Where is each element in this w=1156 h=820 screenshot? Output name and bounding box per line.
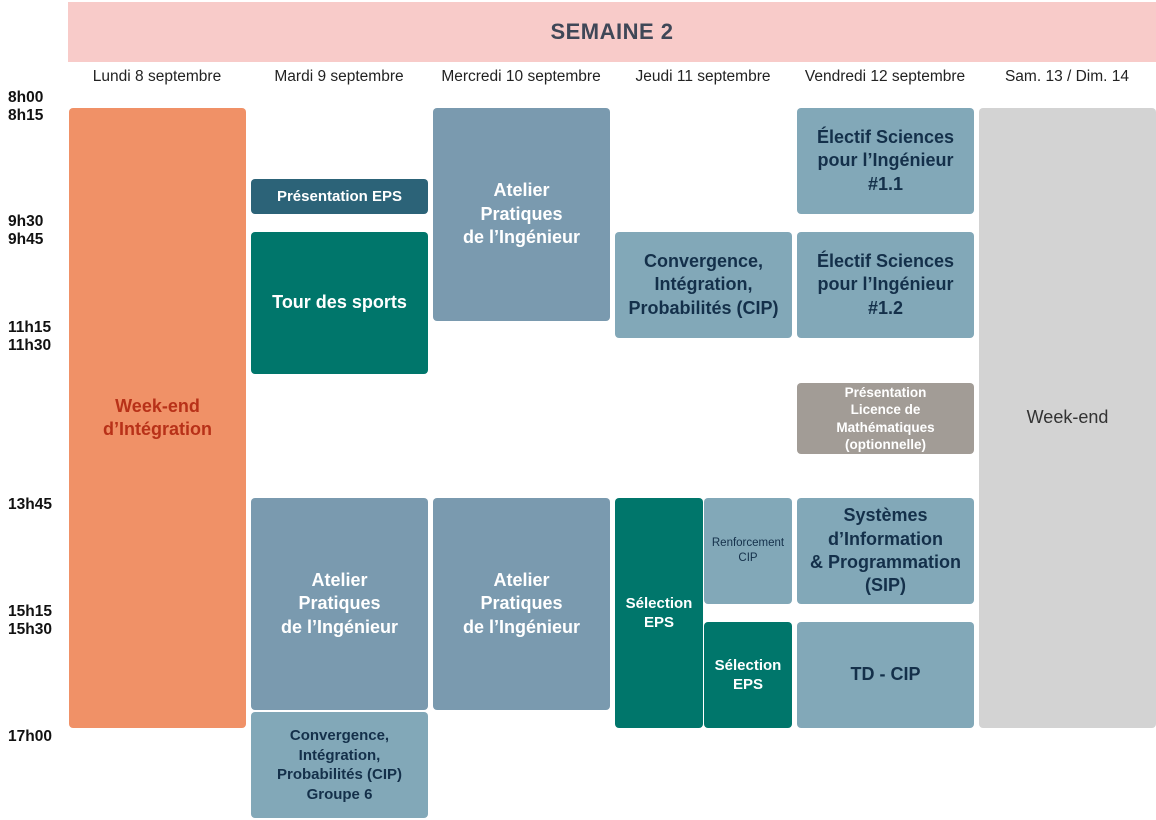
event-label: Présentation EPS bbox=[276, 187, 403, 205]
time-label: 17h00 bbox=[8, 728, 52, 745]
event-weekend-integration[interactable]: Week-end d’Intégration bbox=[69, 108, 246, 728]
event-label: Sélection EPS bbox=[625, 594, 693, 632]
event-tour-des-sports[interactable]: Tour des sports bbox=[251, 232, 428, 374]
event-label: Électif Sciences pour l’Ingénieur #1.1 bbox=[816, 126, 955, 194]
day-header-wednesday: Mercredi 10 septembre bbox=[441, 68, 601, 85]
event-selection-eps-short[interactable]: Sélection EPS bbox=[704, 622, 792, 728]
day-header-weekend: Sam. 13 / Dim. 14 bbox=[1004, 68, 1130, 85]
event-electif-sciences-1-1[interactable]: Électif Sciences pour l’Ingénieur #1.1 bbox=[797, 108, 974, 214]
day-header-tuesday: Mardi 9 septembre bbox=[274, 68, 404, 85]
time-label: 11h15 bbox=[8, 319, 52, 336]
event-label: Atelier Pratiques de l’Ingénieur bbox=[280, 569, 399, 637]
time-label: 9h30 bbox=[8, 213, 44, 230]
event-cip-thursday[interactable]: Convergence, Intégration, Probabilités (… bbox=[615, 232, 792, 338]
event-atelier-pratiques-tuesday[interactable]: Atelier Pratiques de l’Ingénieur bbox=[251, 498, 428, 710]
event-renforcement-cip[interactable]: Renforcement CIP bbox=[704, 498, 792, 604]
event-label: Convergence, Intégration, Probabilités (… bbox=[628, 250, 779, 318]
event-selection-eps-long[interactable]: Sélection EPS bbox=[615, 498, 703, 728]
event-label: Tour des sports bbox=[272, 292, 407, 313]
time-label: 8h00 bbox=[8, 89, 44, 106]
event-label: Présentation Licence de Mathématiques (o… bbox=[836, 384, 935, 452]
event-atelier-pratiques-wednesday-pm[interactable]: Atelier Pratiques de l’Ingénieur bbox=[433, 498, 610, 710]
week-title-banner: SEMAINE 2 bbox=[68, 2, 1156, 62]
event-atelier-pratiques-wednesday-am[interactable]: Atelier Pratiques de l’Ingénieur bbox=[433, 108, 610, 321]
event-label: Sélection EPS bbox=[714, 656, 782, 694]
event-label: Week-end bbox=[1026, 407, 1109, 428]
event-label: Atelier Pratiques de l’Ingénieur bbox=[462, 569, 581, 637]
event-presentation-eps[interactable]: Présentation EPS bbox=[251, 179, 428, 214]
event-label: Week-end d’Intégration bbox=[103, 395, 212, 439]
event-label: Convergence, Intégration, Probabilités (… bbox=[276, 727, 403, 803]
time-label: 9h45 bbox=[8, 231, 44, 248]
time-label: 15h30 bbox=[8, 621, 52, 638]
event-sip[interactable]: Systèmes d’Information & Programmation (… bbox=[797, 498, 974, 604]
event-label: Systèmes d’Information & Programmation (… bbox=[809, 505, 962, 596]
day-header-thursday: Jeudi 11 septembre bbox=[635, 68, 771, 85]
time-label: 15h15 bbox=[8, 603, 52, 620]
time-label: 11h30 bbox=[8, 337, 52, 354]
event-label: Renforcement CIP bbox=[711, 537, 785, 564]
event-cip-groupe-6[interactable]: Convergence, Intégration, Probabilités (… bbox=[251, 712, 428, 818]
day-header-monday: Lundi 8 septembre bbox=[92, 68, 222, 85]
week-title: SEMAINE 2 bbox=[550, 19, 674, 44]
event-label: Atelier Pratiques de l’Ingénieur bbox=[462, 180, 581, 248]
day-header-friday: Vendredi 12 septembre bbox=[804, 68, 966, 85]
event-label: Électif Sciences pour l’Ingénieur #1.2 bbox=[816, 250, 955, 318]
event-td-cip[interactable]: TD - CIP bbox=[797, 622, 974, 728]
event-presentation-licence-maths[interactable]: Présentation Licence de Mathématiques (o… bbox=[797, 383, 974, 454]
event-label: TD - CIP bbox=[850, 664, 921, 685]
event-weekend[interactable]: Week-end bbox=[979, 108, 1156, 728]
event-electif-sciences-1-2[interactable]: Électif Sciences pour l’Ingénieur #1.2 bbox=[797, 232, 974, 338]
time-label: 13h45 bbox=[8, 496, 52, 513]
time-label: 8h15 bbox=[8, 107, 44, 124]
